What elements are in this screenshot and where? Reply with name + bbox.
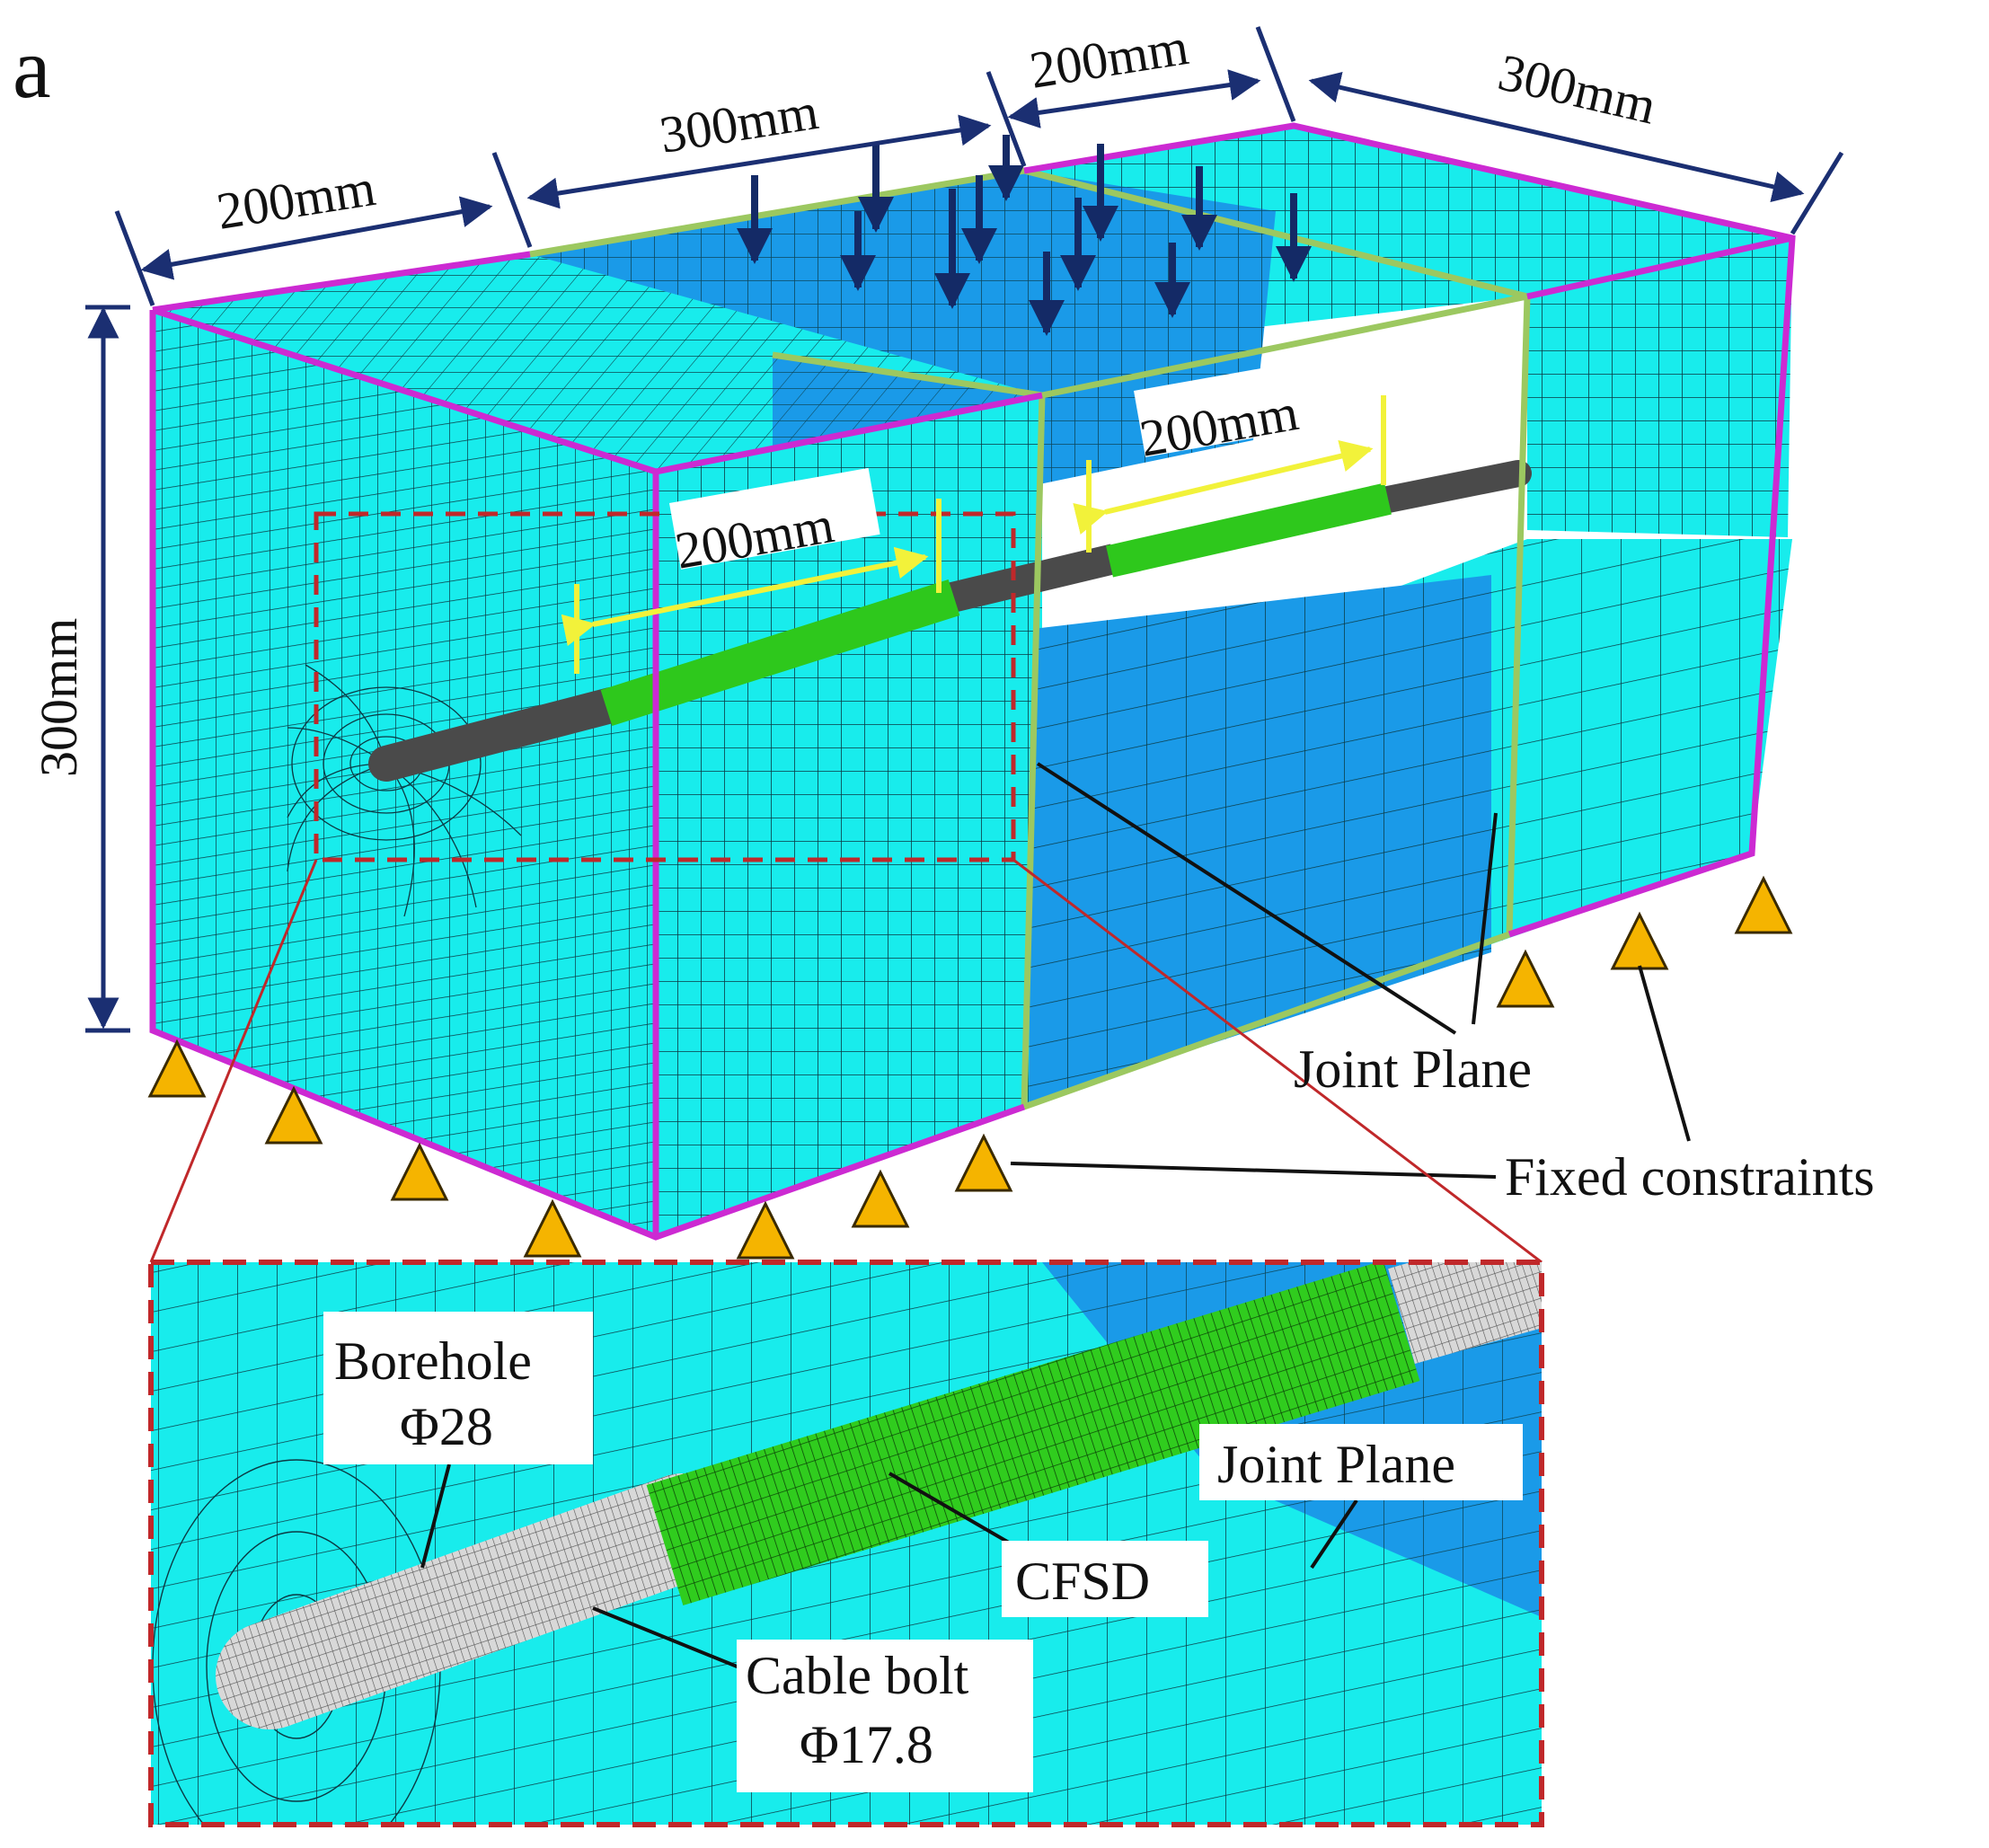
fixed-constraints-label: Fixed constraints xyxy=(1505,1147,1875,1207)
cable-bolt-label: Cable bolt xyxy=(746,1646,969,1705)
borehole-label: Borehole xyxy=(334,1331,532,1391)
borehole-diameter: Φ28 xyxy=(400,1397,493,1456)
zoom-connectors xyxy=(149,858,1543,1264)
callout-leaders xyxy=(1010,762,1691,1179)
anchor-length-labels: 200mm 200mm xyxy=(668,355,1345,580)
block-outline xyxy=(149,122,1796,1241)
panel-label: a xyxy=(13,20,51,116)
inset-cfsd xyxy=(646,1262,1420,1605)
inset-labels: Borehole Φ28 CFSD Cable bolt Φ17.8 Joint… xyxy=(323,1312,1523,1792)
dim-top-right: 300mm xyxy=(1493,42,1661,135)
dim-top-joint: 200mm xyxy=(1026,17,1192,100)
inset-joint-plane-label: Joint Plane xyxy=(1217,1435,1455,1494)
dim-height: 300mm xyxy=(30,618,88,777)
cable-bolt-diameter: Φ17.8 xyxy=(800,1715,933,1774)
zoom-region xyxy=(314,511,1016,862)
cfsd-label: CFSD xyxy=(1015,1552,1150,1611)
dim-top-left: 200mm xyxy=(213,158,379,241)
joint-plane-label: Joint Plane xyxy=(1294,1039,1532,1099)
support-triangles xyxy=(147,875,1793,1260)
dimension-lines xyxy=(85,26,1844,1033)
cable-bolt xyxy=(368,460,1532,782)
dim-top-mid: 300mm xyxy=(656,82,822,164)
inset-border xyxy=(148,1260,1544,1827)
inset-cable xyxy=(216,1473,737,1729)
model-block xyxy=(149,122,1796,1241)
anchor-markers xyxy=(561,395,1386,674)
